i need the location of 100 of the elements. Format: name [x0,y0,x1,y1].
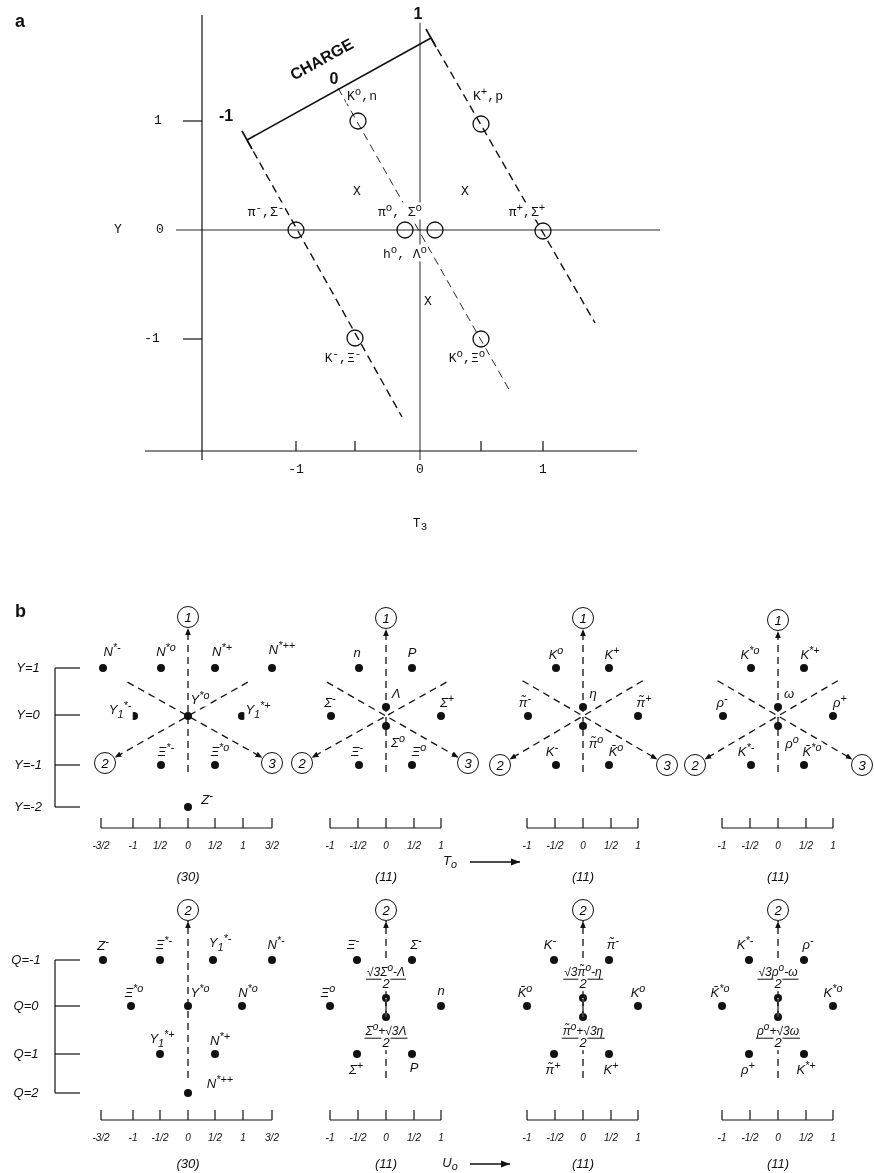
multiplicity-label: (11) [765,1157,791,1171]
particle-label: Ξ$^{*-}$ [154,934,174,952]
particle-label: P [406,646,418,660]
arrow [185,920,191,1079]
arrow [310,681,448,759]
tick-label: 1 [437,840,445,852]
formula-numerator: ρ$^{o}$+√3ω [755,1021,801,1039]
arrow [703,680,839,761]
level-label: Y=-2 [13,800,43,814]
arrow [508,680,644,761]
tick-label: -1 [324,1132,336,1144]
circled-number: 2 [767,899,789,921]
level-label: Y=0 [15,708,41,722]
particle-label: K$^{o}$,Ξ$^{o}$ [447,348,487,366]
tick-label: 1 [634,1132,642,1144]
particle-label: π̃$^{o}$ [587,733,605,751]
multiplicity-label: (30) [175,1157,201,1171]
charge-scale-label: 1 [412,5,424,23]
tick-label: 0 [382,840,390,852]
tick-label: 3/2 [264,1132,280,1144]
arrow [716,680,854,761]
tick-label: -1 [127,1132,139,1144]
particle-label: N$^{*+}$ [211,641,233,659]
tick-label: -1 [521,1132,533,1144]
tick-label: 0 [184,1132,192,1144]
circled-number: 2 [94,752,116,774]
tick-label: 1 [634,840,642,852]
particle-label: N$^{*o}$ [237,982,259,1000]
level-label: Q=0 [12,999,40,1013]
tick-label: -1 [716,840,728,852]
circled-number: 1 [375,607,397,629]
circled-number: 1 [177,606,199,628]
particle-label: ρ$^{+}$ [832,692,848,710]
particle-label: Ξ$^{*o}$ [209,741,231,759]
multiplicity-label: (11) [765,870,791,884]
tick-label: -3/2 [91,840,111,852]
tick-label: 0 [579,1132,587,1144]
particle-label: h$^{o}$, Λ$^{o}$ [381,244,429,262]
circled-number: 1 [572,607,594,629]
circled-number: 3 [261,752,283,774]
circled-number: 1 [767,609,789,631]
axis-title: T$_{o}$ [442,853,458,871]
level-label: Q=1 [12,1047,40,1061]
arrow [185,627,191,773]
circled-number: 2 [489,754,511,776]
particle-label: P [408,1061,420,1075]
circled-number: 2 [684,754,706,776]
tick-label: 1/2 [406,1132,422,1144]
particle-label: Σ$^{+}$ [438,692,456,710]
arrow [521,680,659,761]
arrow [326,681,460,759]
particle-label: N$^{*+}$ [209,1030,231,1048]
circled-number: 2 [177,899,199,921]
multiplicity-label: (11) [373,1157,399,1171]
tick-label: -1 [521,840,533,852]
particle-label: π̃$^{+}$ [544,1059,562,1077]
tick-label: 1 [437,1132,445,1144]
particle-label: Λ [390,687,402,701]
circled-number: 2 [291,752,313,774]
formula-numerator: π̃$^{o}$+√3η [561,1021,605,1039]
particle-label: K$^{*-}$ [735,934,755,952]
particle-label: N$^{*++}$ [267,639,297,657]
particle-label: π$^{-}$,Σ$^{-}$ [246,202,286,220]
tick-label: -1/2 [545,840,565,852]
tick-label: 3/2 [264,840,280,852]
tick-label: -1/2 [150,1132,170,1144]
particle-label: K̄$^{*o}$ [709,982,731,1000]
tick-label: 1/2 [406,840,422,852]
tick-label: 1 [239,840,247,852]
formula-denominator: 2 [578,1036,588,1050]
formula-denominator: 2 [381,1036,391,1050]
level-label: Q=-1 [10,953,42,967]
axis-title: U$_{o}$ [441,1155,459,1173]
tick-label: -1/2 [348,1132,368,1144]
particle-label: N$^{*-}$ [266,934,286,952]
tick-label: 1 [829,1132,837,1144]
arrow [580,628,586,773]
particle-label: N$^{*-}$ [102,641,122,659]
tick-label: -1 [324,840,336,852]
multiplicity-label: (11) [570,1157,596,1171]
particle-label: K$^{+}$ [602,1059,620,1077]
tick-label: 0 [579,840,587,852]
particle-label: π̃$^{-}$ [605,934,621,952]
tick-label: 1/2 [798,1132,814,1144]
arrow [126,681,264,759]
tick-label: -1 [716,1132,728,1144]
formula-denominator: 2 [773,1036,783,1050]
arrow [113,681,249,759]
particle-label: Ξ$^{*o}$ [123,982,145,1000]
level-label: Y=1 [15,661,41,675]
tick-label: 1/2 [152,840,168,852]
arrow [775,630,781,773]
circled-number: 3 [656,754,678,776]
particle-label: π̃$^{+}$ [635,692,653,710]
tick-label: 0 [774,1132,782,1144]
particle-label: K$^{*+}$ [795,1059,817,1077]
arrow [383,628,389,773]
tick-label: 1 [239,1132,247,1144]
particle-label: N$^{*++}$ [205,1073,235,1091]
formula-numerator: √3Σ$^{o}$-Λ [366,962,406,980]
